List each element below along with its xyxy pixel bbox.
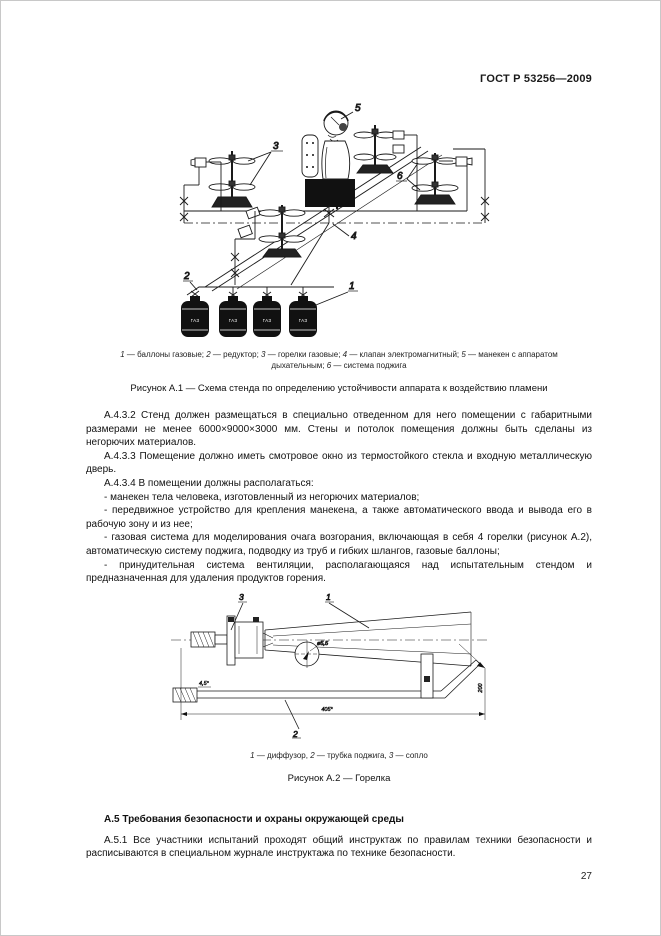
legend-num: 1 [250,750,255,760]
ignition-tube [172,659,481,703]
dim-angle: 4,5° [199,681,210,687]
dim-length: 405* [321,707,333,713]
list-item-gas-system: - газовая система для моделирования очаг… [86,532,592,557]
legend-num: 4 [342,350,348,359]
nozzle-assembly [190,615,274,666]
gas-cylinder-label-2: ГАЗ [228,318,237,323]
figure-a2-legend: 1 — диффузор, 2 — трубка поджига, 3 — со… [94,750,584,761]
figure-a1-caption: Рисунок А.1 — Схема стенда по определени… [130,383,548,394]
legend-num: 1 [120,350,125,359]
legend-text: — баллоны газовые; [124,350,207,359]
figure-a2-caption: Рисунок А.2 — Горелка [287,772,391,784]
figure-a1: ГАЗ ГАЗ ГАЗ ГАЗ 5 3 6 4 [86,89,592,394]
gas-cylinder-label-1: ГАЗ [190,318,199,323]
callout-2: 2 [292,729,298,739]
legend-text: — система поджига [331,361,407,370]
legend-text: — диффузор, [254,750,311,760]
callout-3: 3 [239,592,244,602]
list-item-mannequin: - манекен тела человека, изготовленный и… [104,491,420,503]
legend-text: — трубка поджига, [314,750,389,760]
callout-6: 6 [397,171,403,182]
support-bracket [420,653,434,699]
gas-manifold [186,286,334,299]
callout-5: 5 [355,103,361,114]
legend-text: — сопло [393,750,428,760]
paragraph-a51: А.5.1 Все участники испытаний проходят о… [86,834,592,860]
dim-hole: ø5,5 [317,641,329,647]
burner-stand-front [230,205,305,285]
callout-1: 1 [326,592,331,602]
legend-num: 5 [461,350,466,359]
legend-text: — клапан электромагнитный; [347,350,462,359]
paragraph-a434: А.4.3.4 В помещении должны располагаться… [104,477,314,489]
legend-text: — редуктор; [210,350,262,359]
figure-a2-drawing: ø5,5 [171,591,487,739]
gas-cylinder-label-3: ГАЗ [262,318,271,323]
dim-height: 200 [478,682,484,693]
legend-num: 2 [310,750,315,760]
ignition-hole-detail: ø5,5 [294,639,329,668]
page-number: 27 [580,870,592,882]
figure-a1-legend: 1 — баллоны газовые; 2 — редуктор; 3 — г… [94,349,584,371]
callout-1: 1 [349,281,355,292]
body-text: А.4.3.2 Стенд должен размещаться в специ… [86,409,592,586]
paragraph-a432: А.4.3.2 Стенд должен размещаться в специ… [86,410,592,449]
gas-cylinder-label-4: ГАЗ [298,318,307,323]
page-content: ГОСТ Р 53256—2009 [86,73,592,882]
burner-stand-right [411,153,472,205]
callout-3: 3 [273,141,279,152]
burner-stand-back [353,125,417,174]
figure-a1-drawing: ГАЗ ГАЗ ГАЗ ГАЗ 5 3 6 4 [179,103,489,337]
list-item-carriage: - передвижное устройство для крепления м… [86,505,592,530]
callout-2: 2 [183,271,190,282]
figure-a2-dimensions: 405* 200 4,5° [180,643,486,720]
standard-code-header: ГОСТ Р 53256—2009 [480,73,592,85]
callout-4: 4 [351,231,357,242]
legend-num: 3 [388,750,394,760]
figure-a1-callouts: 5 3 6 4 2 1 [182,103,420,308]
figure-a2-callouts: 3 1 2 [230,591,370,739]
legend-num: 3 [261,350,266,359]
figure-a2: ø5,5 [86,588,592,784]
legend-text: — горелки газовые; [265,350,343,359]
paragraph-a433: А.4.3.3 Помещение должно иметь смотровое… [86,450,592,476]
diffuser-cone [264,611,472,667]
gas-cylinders: ГАЗ ГАЗ ГАЗ ГАЗ [180,296,317,337]
mannequin [301,110,355,207]
legend-num: 2 [206,350,211,359]
section-a5-heading: А.5 Требования безопасности и охраны окр… [104,813,404,825]
section-a5-body: А.5.1 Все участники испытаний проходят о… [86,834,592,861]
legend-num: 6 [326,361,332,370]
legend-text: — манекен с аппаратом дыхательным; [271,350,558,370]
electromagnetic-valve [290,202,348,286]
list-item-ventilation: - принудительная система вентиляции, рас… [86,559,592,585]
burner-stand-left [190,151,255,208]
